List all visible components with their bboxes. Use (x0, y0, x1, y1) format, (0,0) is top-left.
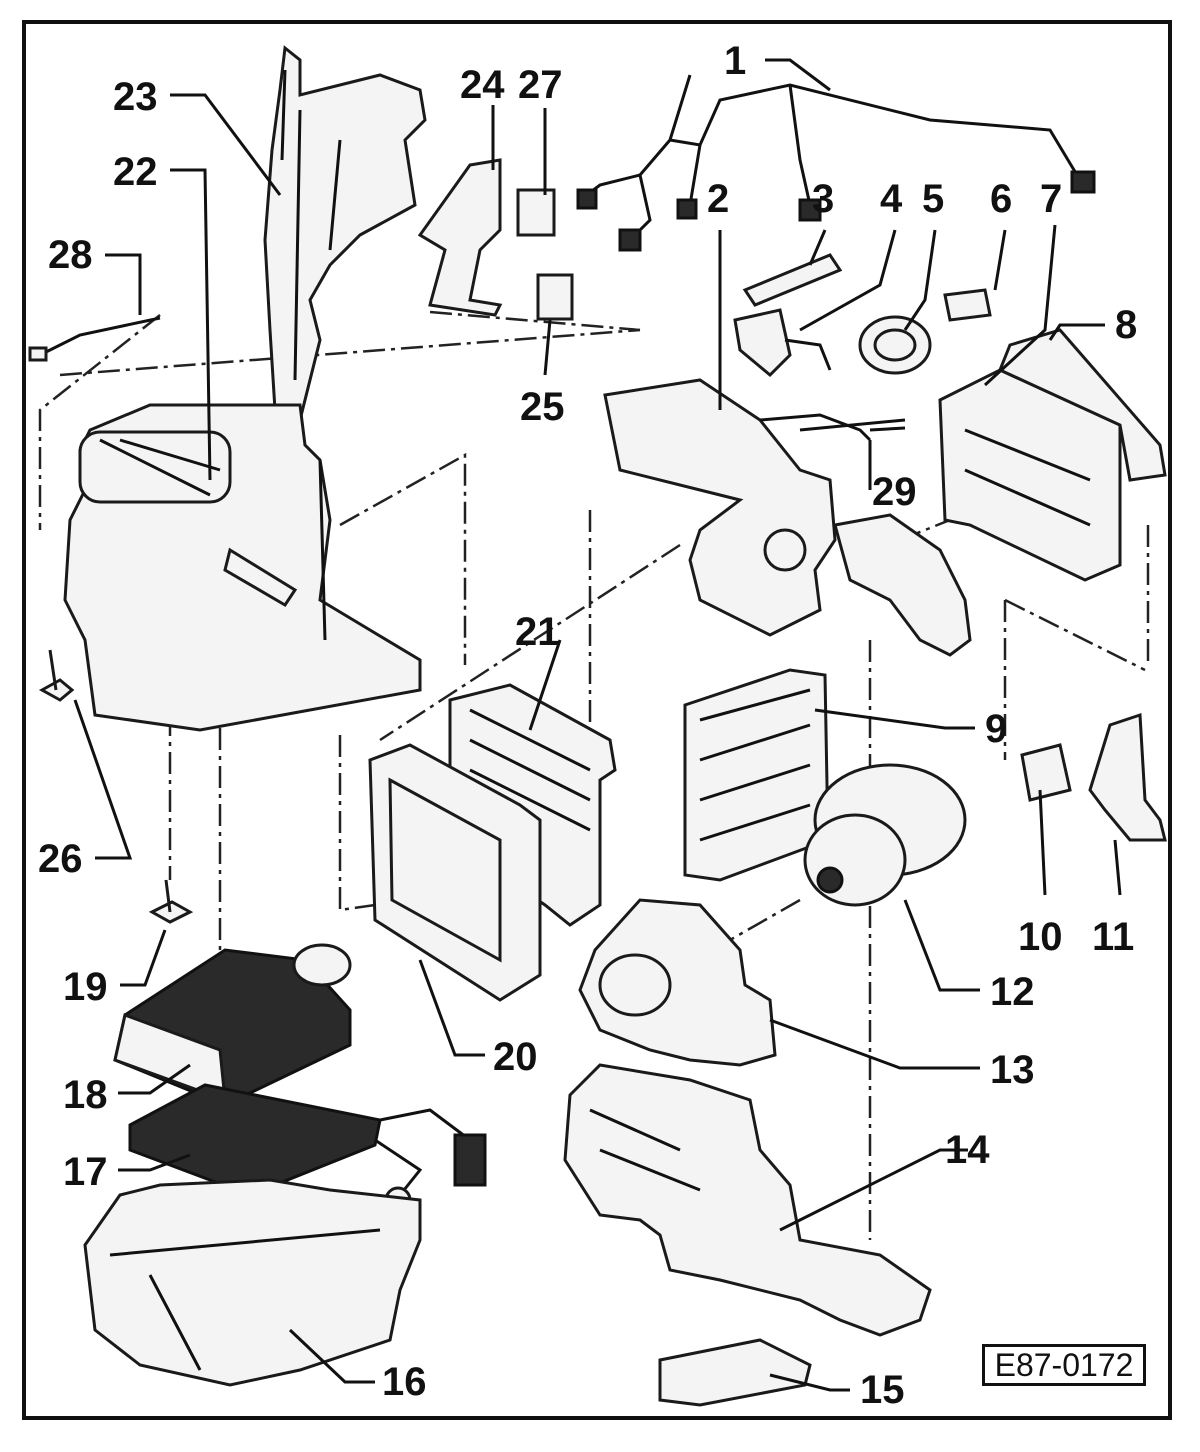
callout-12: 12 (990, 970, 1035, 1014)
callout-18: 18 (63, 1073, 108, 1117)
callout-10: 10 (1018, 915, 1063, 959)
part-12-shaft (816, 866, 844, 894)
part-23-duct (263, 45, 427, 423)
callout-4: 4 (880, 177, 903, 221)
part-1-connector (1070, 170, 1096, 194)
callout-leaders (73, 58, 1122, 1392)
callout-28: 28 (48, 233, 93, 277)
part-2-outlet (763, 528, 807, 572)
callout-17: 17 (63, 1150, 108, 1194)
callout-21: 21 (515, 610, 560, 654)
part-1-connector (798, 198, 822, 222)
part-2-upper-housing (603, 378, 837, 637)
part-28-rod-end (28, 346, 48, 362)
part-1-connector (576, 188, 598, 210)
reference-code-label: E87-0172 (982, 1344, 1146, 1386)
part-17-plug (453, 1133, 487, 1187)
part-17-heating-element (128, 1083, 382, 1197)
part-14-lower-housing (563, 1063, 932, 1337)
callout-2: 2 (707, 177, 729, 221)
callout-labels: 1 2 3 4 5 6 7 8 9 10 11 12 13 14 15 16 1… (38, 39, 1137, 1412)
diagram-frame (22, 20, 1172, 1420)
callout-14: 14 (945, 1128, 990, 1172)
part-13-motor-cap (598, 953, 672, 1017)
callout-13: 13 (990, 1048, 1035, 1092)
part-10-resistor (1020, 743, 1072, 802)
part-1-connector (618, 228, 642, 252)
callout-23: 23 (113, 75, 158, 119)
part-11-bracket (1088, 712, 1167, 842)
part-29-sensor (759, 413, 872, 442)
callout-22: 22 (113, 150, 158, 194)
part-15-trim (658, 1338, 812, 1407)
callout-20: 20 (493, 1035, 538, 1079)
part-12-blower-motor (803, 813, 907, 907)
callout-15: 15 (860, 1368, 905, 1412)
part-8-cover (998, 328, 1167, 482)
callout-5: 5 (922, 177, 944, 221)
part-16-lower-tray (83, 1178, 422, 1387)
callout-7: 7 (1040, 177, 1062, 221)
assembly-lines (38, 310, 1150, 1240)
callout-8: 8 (1115, 303, 1137, 347)
callout-26: 26 (38, 837, 83, 881)
callout-6: 6 (990, 177, 1012, 221)
callout-19: 19 (63, 965, 108, 1009)
part-24-linkage (417, 158, 503, 317)
part-25-servo (536, 273, 574, 321)
part-26-pin (38, 649, 75, 702)
part-3-sensor (742, 253, 843, 307)
callout-27: 27 (518, 63, 563, 107)
part-lever (223, 547, 298, 608)
part-20-frame-inner (388, 777, 502, 963)
callout-29: 29 (872, 470, 917, 514)
part-5-seal-inner (873, 328, 917, 362)
part-18-pipe (292, 943, 352, 987)
callout-1: 1 (724, 39, 746, 83)
part-6-clip (943, 288, 992, 322)
callout-11: 11 (1092, 915, 1134, 959)
part-1-wiring-harness (579, 74, 1082, 242)
part-1-connector (676, 198, 698, 220)
part-19-pin (148, 879, 194, 924)
callout-3: 3 (812, 177, 834, 221)
part-13-fan-housing (578, 898, 777, 1067)
part-fan-scroll (833, 513, 972, 657)
callout-9: 9 (985, 707, 1007, 751)
callout-24: 24 (460, 63, 505, 107)
part-4-module (733, 308, 792, 378)
part-27-servo (516, 188, 556, 237)
callout-16: 16 (382, 1360, 427, 1404)
part-28-rod (39, 316, 161, 357)
callout-25: 25 (520, 385, 565, 429)
